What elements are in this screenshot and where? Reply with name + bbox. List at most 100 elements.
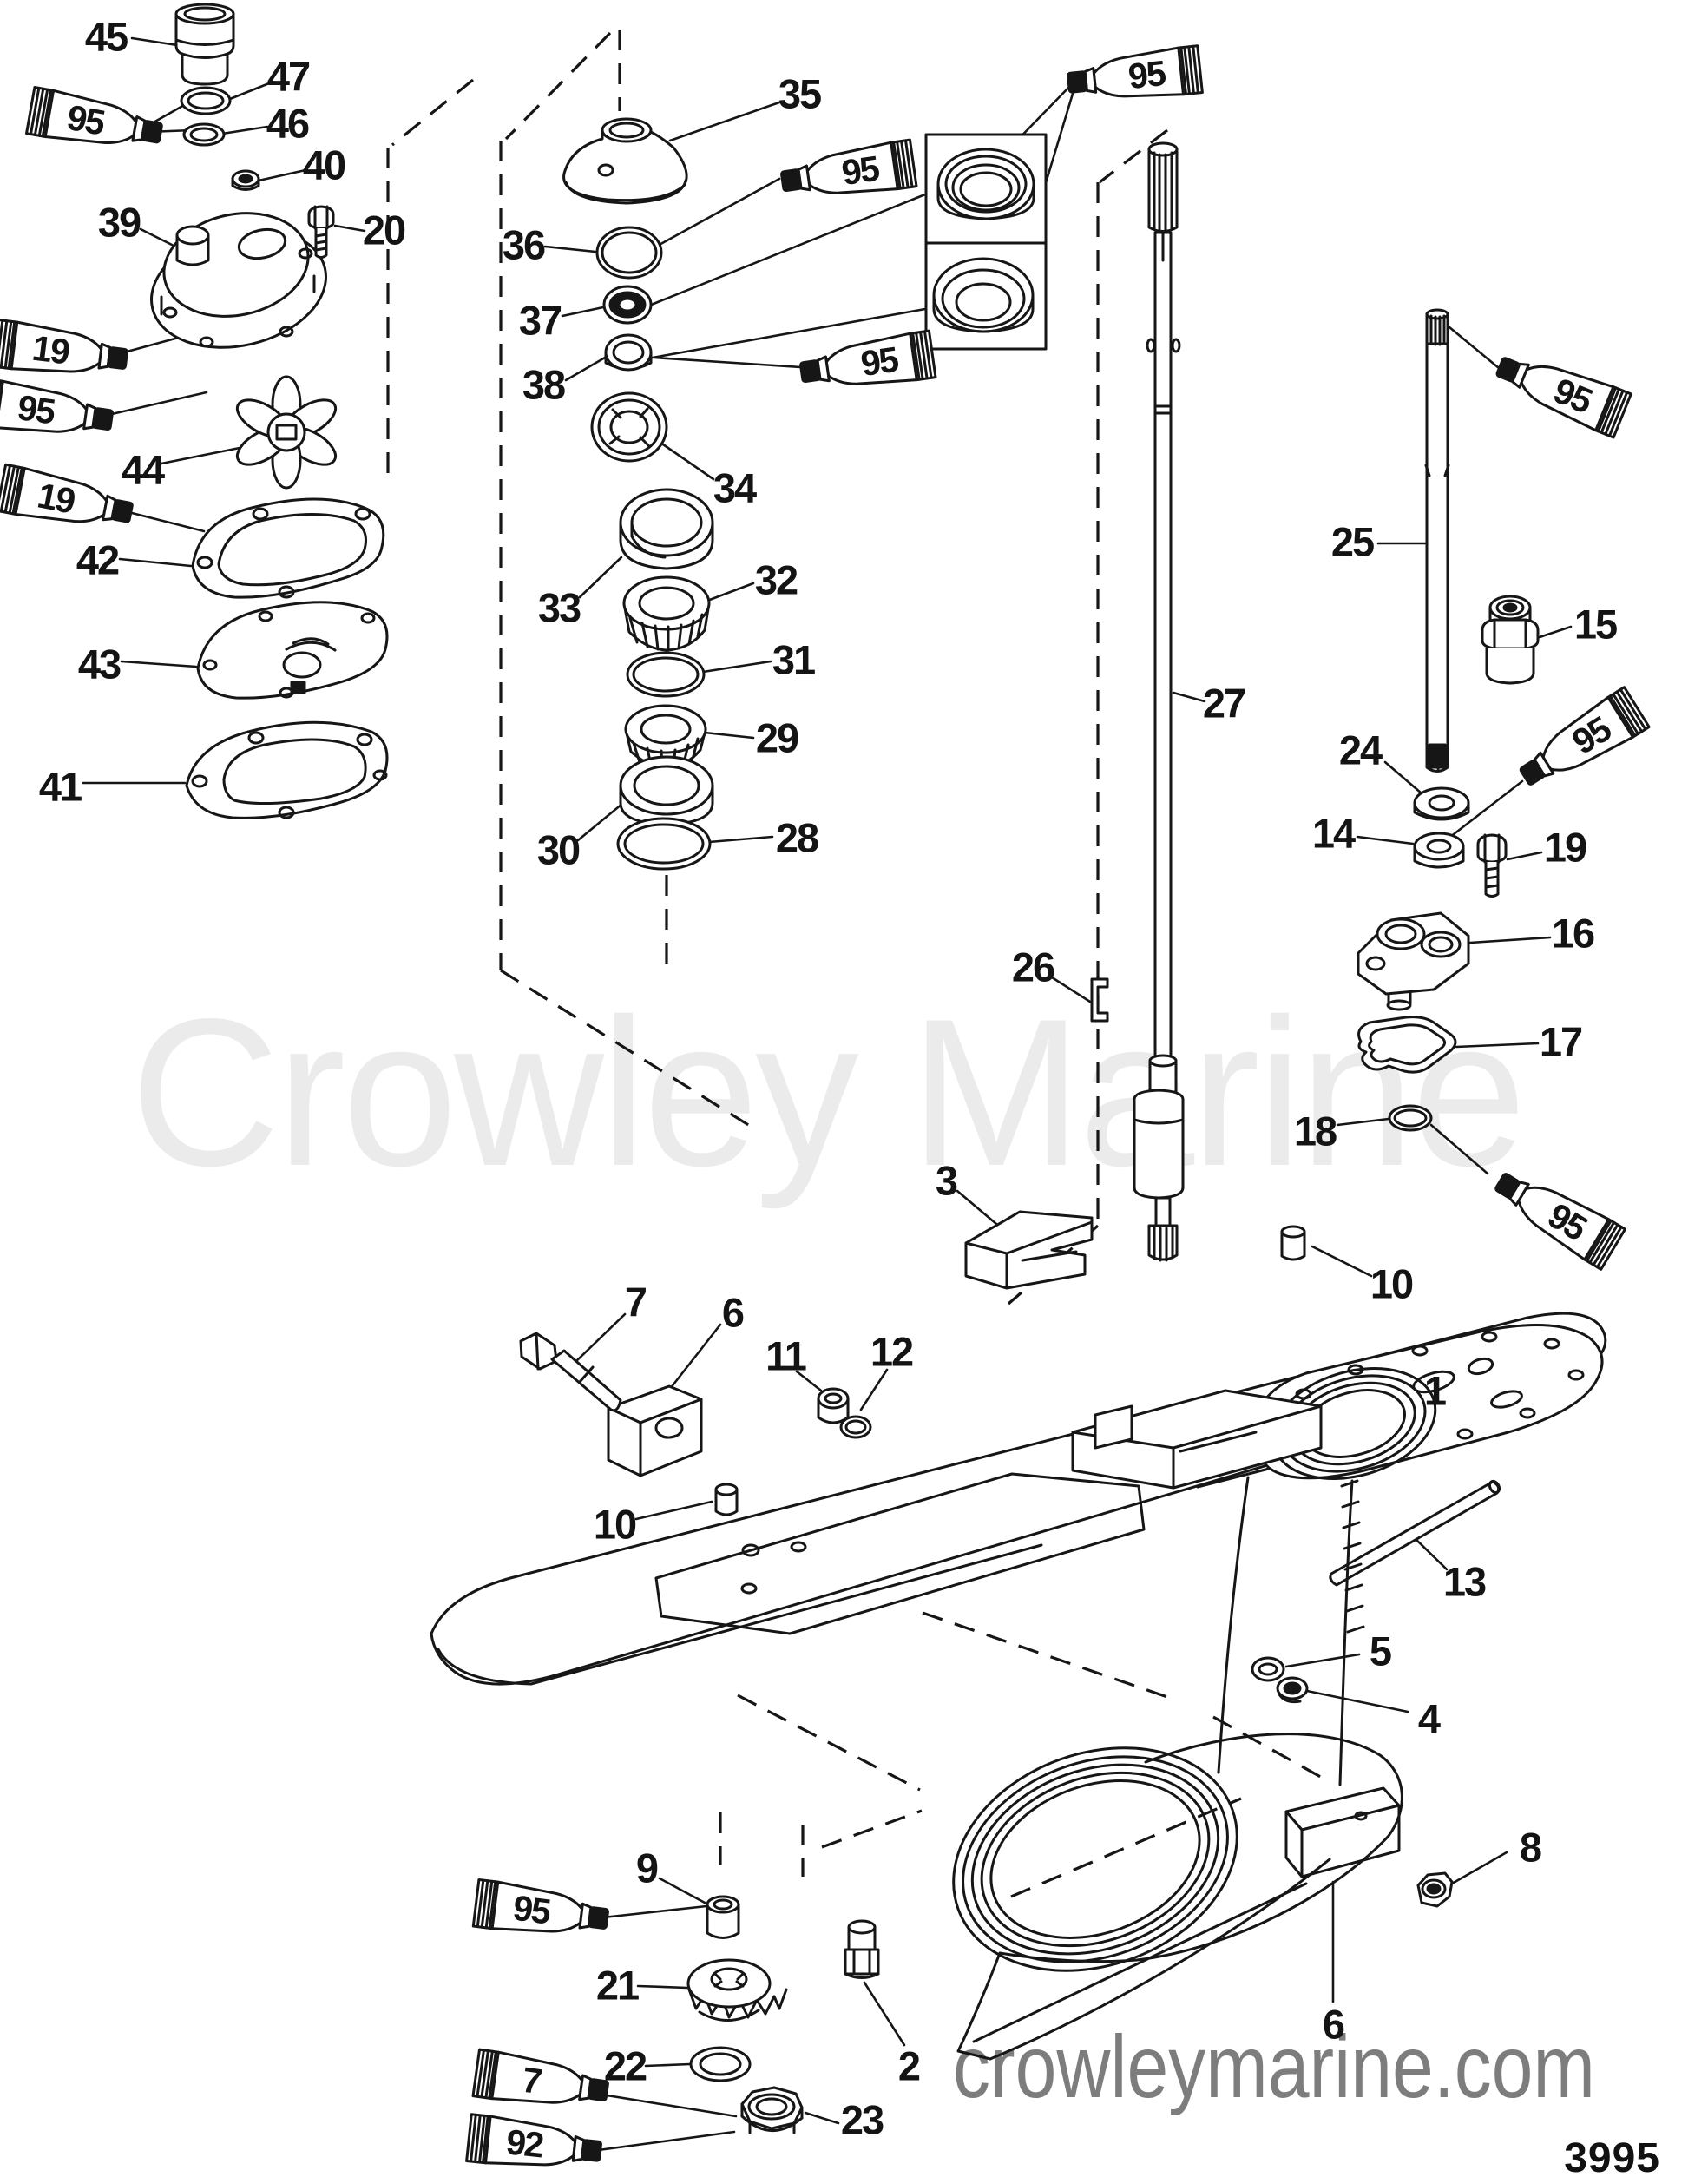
part-6-anode-upper bbox=[607, 1384, 703, 1477]
lube-tube-95: 95 bbox=[1067, 44, 1204, 98]
part-43-face-plate bbox=[196, 601, 389, 700]
part-callout-34: 34 bbox=[713, 465, 757, 511]
callout-leader bbox=[1172, 691, 1206, 703]
callout-leader bbox=[1455, 1042, 1540, 1049]
part-callout-31: 31 bbox=[772, 637, 815, 683]
callout-leader bbox=[561, 306, 605, 318]
part-26-clip bbox=[1090, 977, 1109, 1023]
callout-leader bbox=[658, 1877, 706, 1904]
callout-leader bbox=[863, 1981, 906, 2047]
part-3-water-inlet bbox=[964, 1210, 1094, 1290]
part-2-plug bbox=[844, 1919, 880, 1979]
callout-leader bbox=[668, 101, 781, 142]
part-38-oil-seal bbox=[604, 333, 653, 372]
tube-nozzle bbox=[1494, 1173, 1521, 1200]
part-40-nut bbox=[231, 169, 260, 191]
part-callout-39: 39 bbox=[98, 200, 141, 246]
callout-leader bbox=[130, 36, 179, 47]
callout-leader bbox=[636, 1984, 689, 1990]
callout-leader bbox=[1305, 1689, 1409, 1713]
part-10-dowel-left bbox=[714, 1483, 739, 1516]
part-14-nut bbox=[1413, 832, 1465, 869]
dashed-assembly-line bbox=[922, 1611, 1171, 1700]
part-callout-23: 23 bbox=[841, 2097, 884, 2143]
callout-leader bbox=[1538, 625, 1573, 639]
part-17-gasket bbox=[1357, 1016, 1457, 1074]
part-28-oring bbox=[616, 817, 712, 871]
part-16-cam-bracket bbox=[1357, 911, 1470, 1011]
callout-leader bbox=[1336, 1117, 1390, 1127]
part-callout-46: 46 bbox=[266, 101, 309, 147]
part-callout-28: 28 bbox=[776, 815, 818, 861]
callout-leader bbox=[668, 1323, 722, 1391]
tube-label-95: 95 bbox=[511, 1888, 553, 1932]
callout-leader bbox=[220, 125, 269, 135]
part-callout-24: 24 bbox=[1339, 727, 1383, 773]
part-callout-8: 8 bbox=[1520, 1825, 1541, 1871]
callout-leader bbox=[1450, 1851, 1508, 1885]
tube-label-19: 19 bbox=[34, 475, 78, 521]
tube-nozzle bbox=[141, 120, 163, 144]
part-19-bolt bbox=[1476, 833, 1508, 898]
part-39-water-pump-cover bbox=[150, 212, 327, 349]
part-15-coupler bbox=[1481, 595, 1540, 685]
tube-nozzle bbox=[1067, 70, 1088, 94]
tube-label-95: 95 bbox=[839, 148, 882, 194]
part-callout-35: 35 bbox=[778, 71, 821, 117]
part-callout-3: 3 bbox=[936, 1158, 957, 1204]
callout-leader bbox=[1050, 976, 1092, 1003]
tube-leader bbox=[1429, 1123, 1489, 1175]
part-1-gearcase-housing bbox=[430, 1312, 1607, 2061]
lube-tube-95: 95 bbox=[799, 329, 937, 385]
part-callout-37: 37 bbox=[519, 298, 562, 344]
callout-leader bbox=[859, 1368, 889, 1411]
callout-leader bbox=[543, 245, 597, 253]
part-42-gasket bbox=[191, 497, 385, 599]
part-9-bushing bbox=[706, 1895, 740, 1939]
part-callout-47: 47 bbox=[267, 54, 310, 100]
part-24-washer bbox=[1413, 786, 1470, 821]
dashed-assembly-line bbox=[500, 969, 758, 1132]
part-callout-11: 11 bbox=[765, 1333, 806, 1379]
part-callout-40: 40 bbox=[303, 142, 345, 188]
lube-tube-95: 95 bbox=[471, 1878, 609, 1933]
tube-label-95: 95 bbox=[15, 387, 57, 432]
tube-leader bbox=[653, 356, 816, 370]
part-callout-42: 42 bbox=[76, 537, 119, 583]
parts-artwork bbox=[150, 3, 1607, 2134]
callout-leader bbox=[634, 1500, 713, 1521]
part-44-impeller bbox=[235, 375, 338, 490]
callout-leader bbox=[1311, 1245, 1373, 1278]
part-34-tab-washer bbox=[590, 391, 668, 463]
callout-leader bbox=[576, 802, 624, 842]
tube-nozzle bbox=[1519, 759, 1546, 786]
tube-leader bbox=[595, 2092, 738, 2118]
part-callout-43: 43 bbox=[78, 641, 121, 687]
callout-leader bbox=[701, 660, 772, 674]
detail-link-line bbox=[647, 193, 927, 307]
callout-leader bbox=[804, 2111, 840, 2125]
callout-leader bbox=[644, 2062, 692, 2068]
part-30-bearing-cup bbox=[619, 755, 714, 826]
callout-leader bbox=[1284, 1653, 1361, 1668]
part-18-oring bbox=[1388, 1104, 1433, 1132]
dashed-assembly-line bbox=[504, 31, 612, 141]
part-callout-7: 7 bbox=[625, 1279, 647, 1325]
lube-tube-95: 95 bbox=[780, 138, 918, 194]
part-27-driveshaft bbox=[1133, 141, 1185, 1262]
lube-tube-95: 95 bbox=[25, 86, 163, 144]
lube-tube-95: 95 bbox=[1494, 1173, 1626, 1271]
part-callout-16: 16 bbox=[1552, 911, 1594, 957]
part-callout-29: 29 bbox=[756, 715, 798, 761]
callout-leader bbox=[160, 444, 250, 465]
callout-leader bbox=[706, 582, 755, 602]
part-callout-17: 17 bbox=[1540, 1019, 1582, 1065]
part-25-shift-shaft bbox=[1424, 308, 1450, 773]
part-callout-6: 6 bbox=[722, 1290, 744, 1336]
callout-leader bbox=[1383, 760, 1423, 795]
part-callout-36: 36 bbox=[503, 222, 545, 268]
callout-leader bbox=[573, 1312, 627, 1365]
part-callout-27: 27 bbox=[1203, 681, 1245, 727]
construction-dashes bbox=[386, 30, 1332, 1898]
